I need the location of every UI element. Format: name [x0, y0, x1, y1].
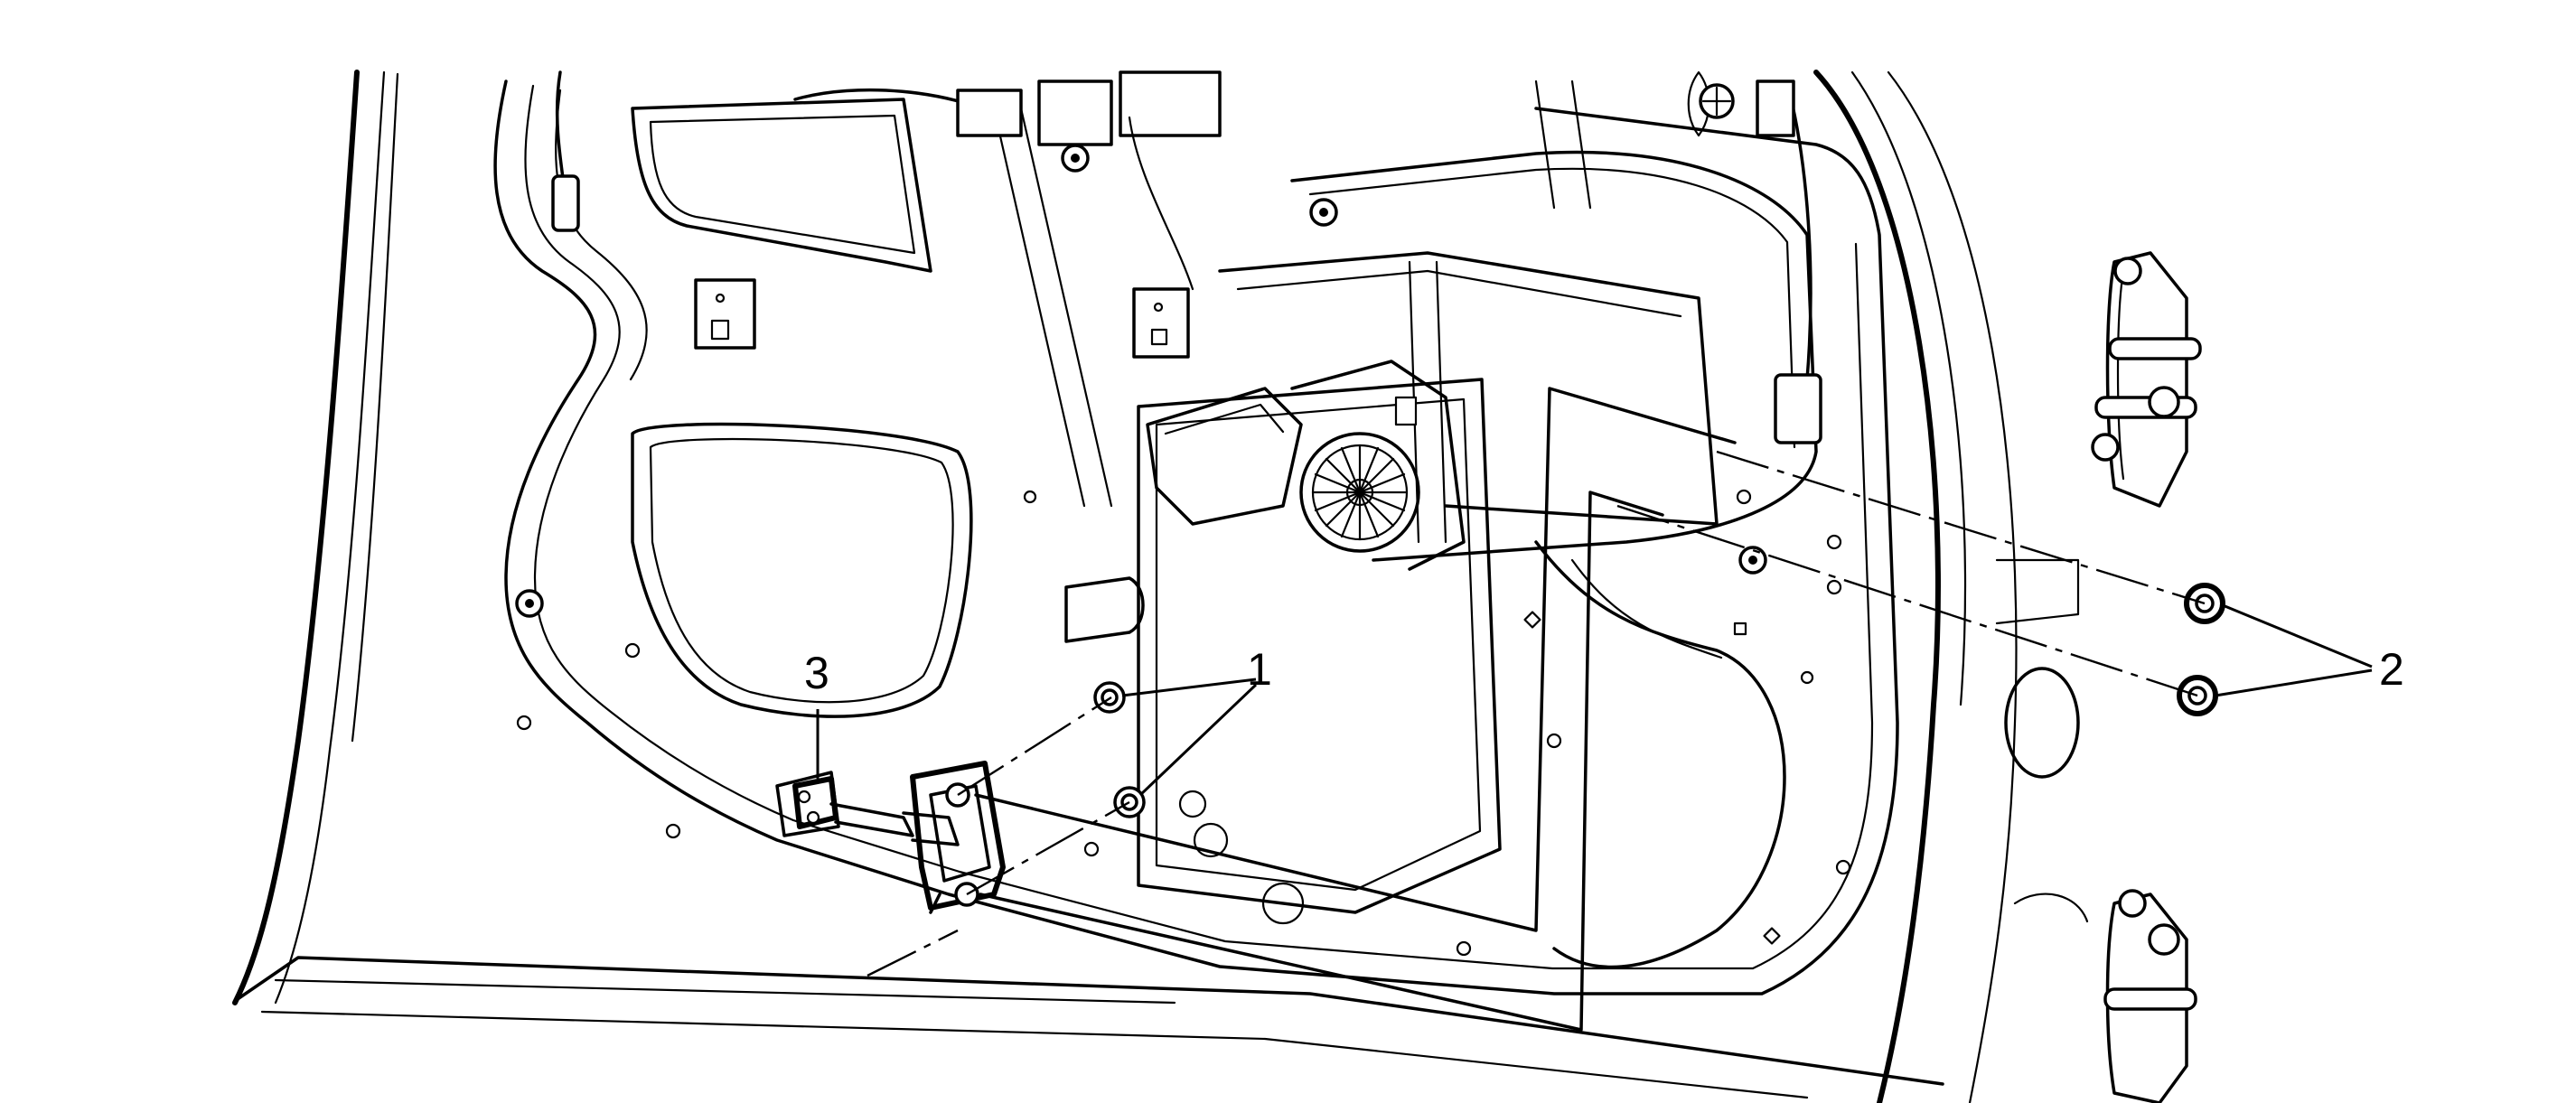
- door-side-frame-right: [1995, 558, 2089, 923]
- callout-2: 2: [2379, 644, 2404, 695]
- bolt-icon: [1738, 546, 1767, 575]
- assembly-bracket-lines: [974, 387, 1737, 1032]
- callout-1: 1: [1247, 644, 1272, 695]
- installation-center-lines: [866, 450, 2206, 977]
- door-check-link-icon: [775, 761, 1006, 914]
- bolt-icon: [1061, 144, 1090, 173]
- door-inner-panel: [493, 79, 1899, 996]
- bolt-icon: [515, 589, 544, 618]
- door-hinge-upper-icon: [2091, 251, 2202, 508]
- door-frame: [232, 70, 2018, 1103]
- wiring-harness: [551, 70, 1822, 444]
- panel-details: [694, 278, 1305, 925]
- door-hinge-lower-icon: [2103, 889, 2197, 1103]
- bolt-icon: [1309, 198, 1338, 227]
- window-regulator: [1137, 251, 1786, 969]
- window-regulator-motor-icon: [1146, 360, 1466, 571]
- bolt-icon: [1699, 83, 1735, 119]
- callout-leaders: [816, 603, 2373, 797]
- callout-3: 3: [804, 648, 829, 698]
- panel-fasteners: [515, 83, 1851, 957]
